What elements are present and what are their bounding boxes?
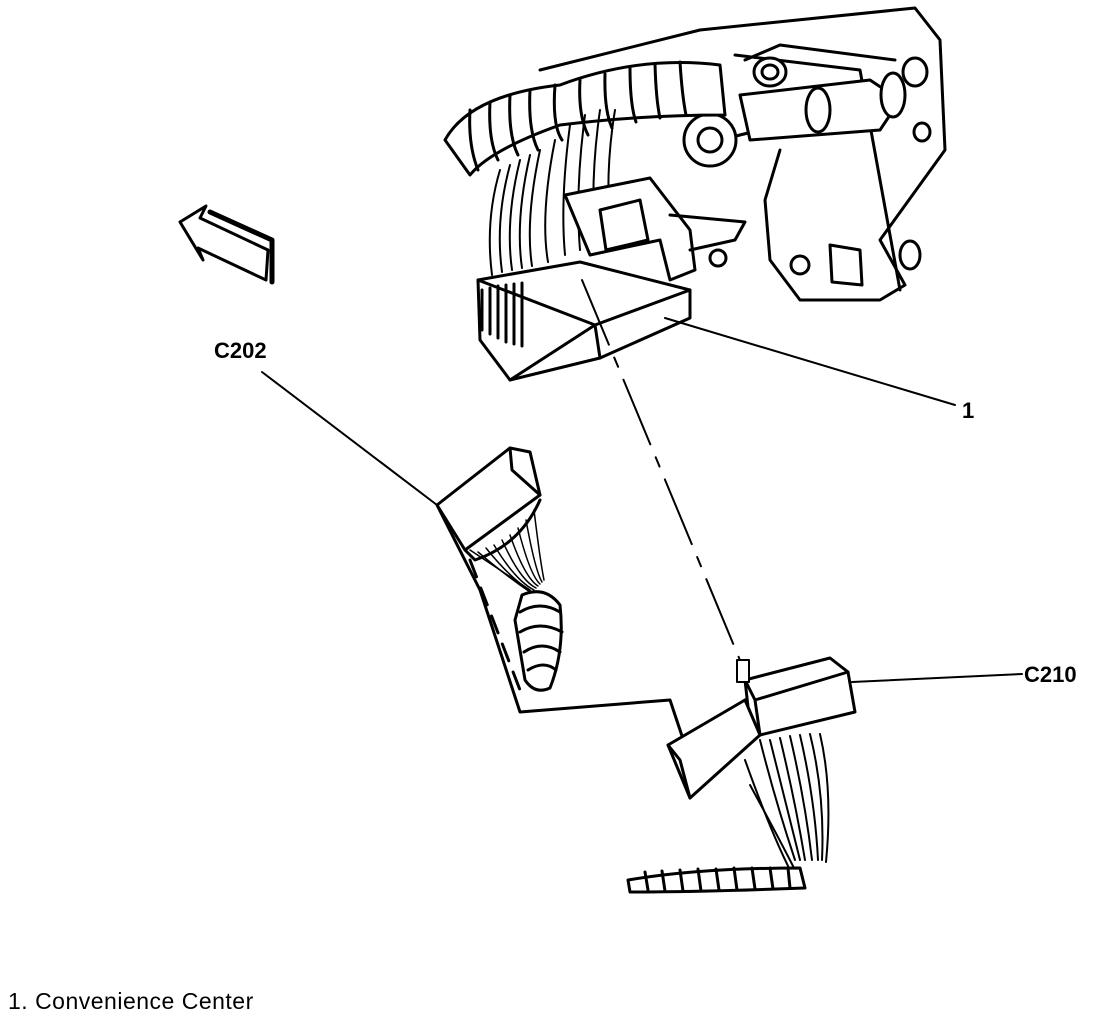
alignment-dashed-line xyxy=(581,279,743,666)
item1-leader-line xyxy=(664,317,956,406)
c202-harness-coil xyxy=(513,590,564,692)
c202-callout-label: C202 xyxy=(214,338,267,363)
legend-item-1: 1. Convenience Center xyxy=(8,988,254,1014)
c202-wire-bundle xyxy=(469,509,545,593)
convenience-center xyxy=(476,176,747,382)
c210-connector xyxy=(666,656,857,800)
mounting-panel-outline xyxy=(435,503,687,747)
c210-harness-coil xyxy=(626,866,807,894)
mounting-bracket xyxy=(538,6,947,302)
c202-leader-line xyxy=(261,371,438,506)
c210-callout-label: C210 xyxy=(1024,662,1077,687)
c210-leader-line xyxy=(851,673,1023,683)
item1-callout-label: 1 xyxy=(962,398,974,423)
c202-dashed-guide xyxy=(468,558,522,692)
c202-connector xyxy=(435,446,542,562)
c210-wire-bundle xyxy=(744,733,830,873)
front-direction-arrow-icon xyxy=(178,204,275,285)
